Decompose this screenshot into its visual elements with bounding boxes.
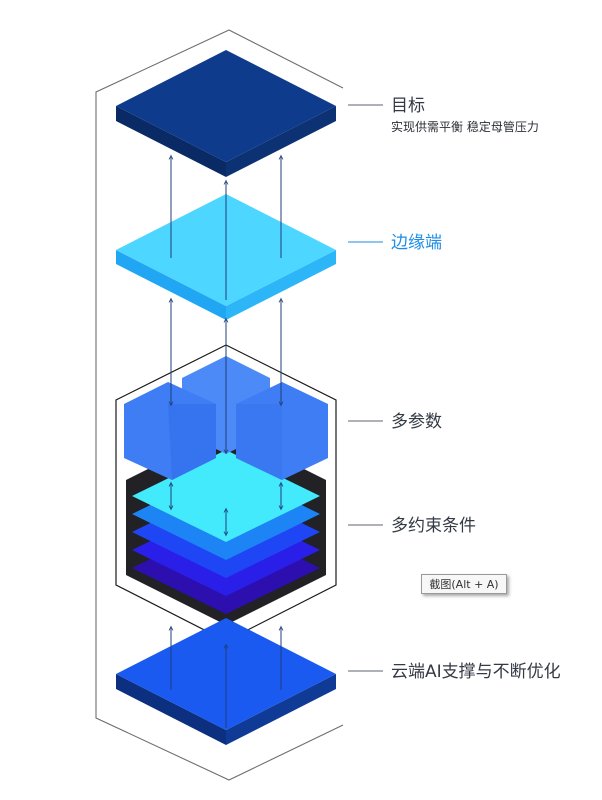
screenshot-tooltip: 截图(Alt + A) xyxy=(421,574,507,594)
multi-parameter-label: 多参数 xyxy=(391,412,442,432)
connector-arrows xyxy=(171,157,281,728)
cloud-ai-label: 云端AI支撑与不断优化 xyxy=(391,662,561,682)
goal-sublabel: 实现供需平衡 稳定母管压力 xyxy=(391,119,539,134)
parameter-cubes xyxy=(124,356,328,480)
multi-constraint-label: 多约束条件 xyxy=(391,516,476,536)
goal-slab xyxy=(116,50,336,177)
leader-lines xyxy=(348,104,383,672)
outer-frame xyxy=(95,29,344,781)
edge-label: 边缘端 xyxy=(391,233,442,253)
goal-label: 目标 xyxy=(391,96,425,116)
constraint-stack xyxy=(126,430,326,625)
